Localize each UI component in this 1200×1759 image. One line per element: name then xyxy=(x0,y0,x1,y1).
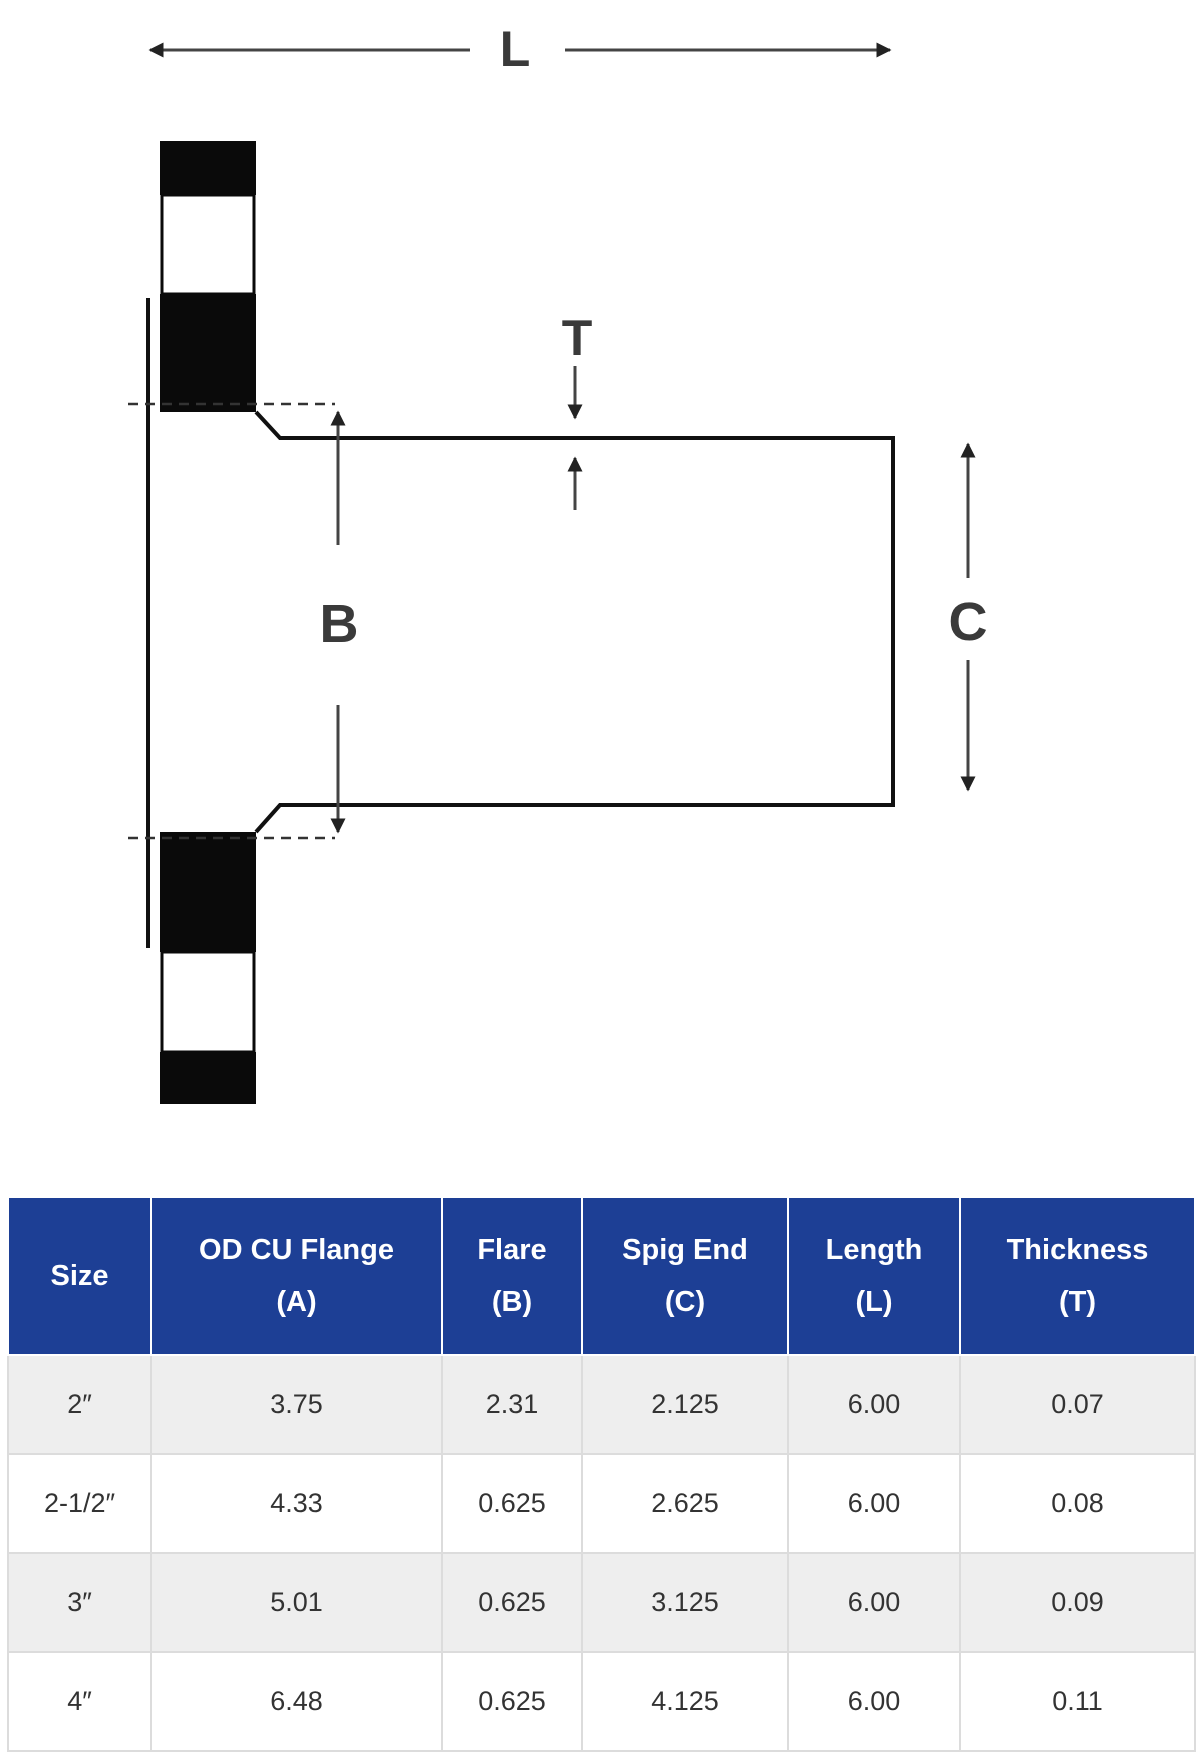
cell-thickness: 0.07 xyxy=(959,1354,1196,1455)
cell-size: 3″ xyxy=(7,1552,152,1653)
cell-flare: 0.625 xyxy=(441,1453,583,1554)
cell-thickness: 0.08 xyxy=(959,1453,1196,1554)
flange-diagram: L T B C xyxy=(128,21,988,1104)
table-row: 4″ 6.48 0.625 4.125 6.00 0.11 xyxy=(7,1651,1196,1752)
header-thickness: Thickness (T) xyxy=(959,1196,1196,1356)
flare-reference-lines xyxy=(128,402,335,840)
header-flare-line2: (B) xyxy=(491,1286,533,1318)
flare-dimension: B xyxy=(320,410,359,834)
thickness-dimension: T xyxy=(562,310,593,510)
cell-od-cu-flange: 4.33 xyxy=(150,1453,443,1554)
table-header-row: Size OD CU Flange (A) Flare (B) Spig End… xyxy=(7,1196,1196,1356)
spigot-label: C xyxy=(949,592,988,652)
cell-size: 4″ xyxy=(7,1651,152,1752)
cell-spig-end: 3.125 xyxy=(581,1552,789,1653)
cell-size: 2-1/2″ xyxy=(7,1453,152,1554)
header-size: Size xyxy=(7,1196,152,1356)
flange-top-block-inner xyxy=(160,294,256,412)
cell-length: 6.00 xyxy=(787,1453,961,1554)
table-row: 2-1/2″ 4.33 0.625 2.625 6.00 0.08 xyxy=(7,1453,1196,1554)
cell-thickness: 0.09 xyxy=(959,1552,1196,1653)
flange-plate xyxy=(146,141,256,1104)
flare-label: B xyxy=(320,594,359,654)
table-row: 2″ 3.75 2.31 2.125 6.00 0.07 xyxy=(7,1354,1196,1455)
flange-bottom-bolt-hole xyxy=(160,950,256,1054)
flange-bottom-block-inner xyxy=(160,832,256,952)
dimensions-table: Size OD CU Flange (A) Flare (B) Spig End… xyxy=(7,1196,1196,1752)
cell-thickness: 0.11 xyxy=(959,1651,1196,1752)
header-spig-end-line2: (C) xyxy=(664,1286,706,1318)
header-thickness-line2: (T) xyxy=(1058,1286,1097,1318)
header-flare: Flare (B) xyxy=(441,1196,583,1356)
cell-spig-end: 2.625 xyxy=(581,1453,789,1554)
header-length-line2: (L) xyxy=(855,1286,893,1318)
header-size-line1: Size xyxy=(50,1260,109,1292)
header-od-cu-flange: OD CU Flange (A) xyxy=(150,1196,443,1356)
cell-flare: 0.625 xyxy=(441,1651,583,1752)
header-od-cu-flange-line1: OD CU Flange xyxy=(199,1234,394,1266)
cell-length: 6.00 xyxy=(787,1552,961,1653)
spigot-dimension: C xyxy=(949,442,988,792)
table-row: 3″ 5.01 0.625 3.125 6.00 0.09 xyxy=(7,1552,1196,1653)
header-length: Length (L) xyxy=(787,1196,961,1356)
cell-spig-end: 2.125 xyxy=(581,1354,789,1455)
header-length-line1: Length xyxy=(825,1234,923,1266)
flange-bottom-block-outer xyxy=(160,1052,256,1104)
cell-spig-end: 4.125 xyxy=(581,1651,789,1752)
pipe-outline xyxy=(254,410,895,834)
cell-length: 6.00 xyxy=(787,1354,961,1455)
cell-size: 2″ xyxy=(7,1354,152,1455)
length-label: L xyxy=(500,21,531,77)
cell-flare: 0.625 xyxy=(441,1552,583,1653)
cell-length: 6.00 xyxy=(787,1651,961,1752)
header-flare-line1: Flare xyxy=(477,1234,547,1266)
header-spig-end: Spig End (C) xyxy=(581,1196,789,1356)
cell-od-cu-flange: 5.01 xyxy=(150,1552,443,1653)
length-dimension: L xyxy=(148,21,892,77)
flange-top-block-outer xyxy=(160,141,256,195)
cell-od-cu-flange: 3.75 xyxy=(150,1354,443,1455)
flange-top-bolt-hole xyxy=(160,193,256,296)
cell-flare: 2.31 xyxy=(441,1354,583,1455)
header-thickness-line1: Thickness xyxy=(1006,1234,1149,1266)
thickness-label: T xyxy=(562,310,593,366)
header-spig-end-line1: Spig End xyxy=(622,1234,748,1266)
header-od-cu-flange-line2: (A) xyxy=(276,1286,317,1318)
cell-od-cu-flange: 6.48 xyxy=(150,1651,443,1752)
